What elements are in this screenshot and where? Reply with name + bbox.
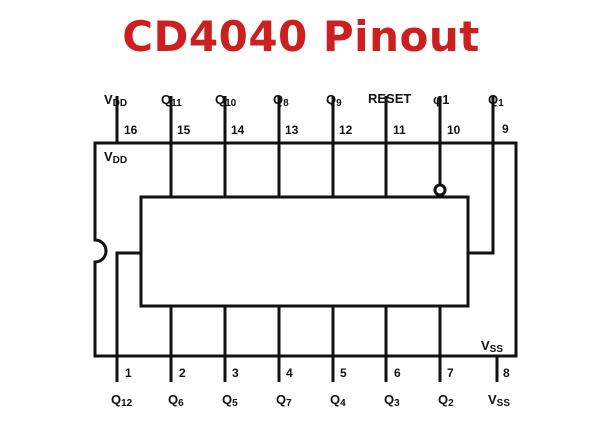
pin-number: 8 — [503, 366, 510, 380]
vdd-inner-label: VDD — [104, 149, 127, 166]
top-pin-numbers: 16 15 14 13 12 11 10 9 — [124, 122, 509, 137]
pin-9-label: Q1 — [488, 92, 504, 109]
pin-8-label: VSS — [488, 392, 510, 409]
pin-number: 7 — [447, 366, 454, 380]
pin-15-label: Q11 — [161, 92, 182, 109]
pin-number: 6 — [394, 366, 401, 380]
pin-number: 3 — [232, 366, 239, 380]
pin-number: 10 — [447, 123, 461, 137]
pin-number: 11 — [393, 123, 406, 137]
pin-9-lead — [468, 96, 495, 255]
bottom-pin-labels: Q12 Q6 Q5 Q7 Q4 Q3 Q2 VSS — [111, 392, 510, 409]
package-outline — [93, 141, 518, 358]
pin-14-label: Q10 — [215, 92, 237, 109]
pin-11-label: RESET — [368, 91, 411, 106]
pin-1-lead — [115, 251, 141, 382]
pin-3-label: Q5 — [222, 392, 238, 409]
vss-inner-label: VSS — [481, 338, 503, 355]
pin-4-label: Q7 — [276, 392, 292, 409]
pin-number: 2 — [179, 366, 186, 380]
page-title: CD4040 Pinout — [122, 12, 480, 61]
pin-number: 9 — [502, 122, 509, 136]
pin-10-label: φ1 — [433, 92, 450, 107]
pin-12-label: Q9 — [326, 92, 342, 109]
clock-inversion-bubble — [433, 183, 447, 197]
pin-2-label: Q6 — [168, 392, 184, 409]
pin-number: 5 — [340, 366, 347, 380]
pin-number: 15 — [177, 123, 191, 137]
bottom-pin-numbers: 1 2 3 4 5 6 7 8 — [125, 366, 510, 380]
pin-number: 12 — [339, 123, 353, 137]
top-pin-labels: VDD Q11 Q10 Q8 Q9 RESET φ1 Q1 — [104, 91, 504, 109]
pin-number: 16 — [124, 123, 138, 137]
pin-7-label: Q2 — [438, 392, 454, 409]
pin-6-label: Q3 — [384, 392, 400, 409]
pin-number: 14 — [231, 123, 245, 137]
pin-1-label: Q12 — [111, 392, 133, 409]
pin-number: 13 — [285, 123, 299, 137]
chip-body — [139, 195, 470, 308]
pin-16-label: VDD — [104, 92, 127, 109]
pin-5-label: Q4 — [330, 392, 346, 409]
pin-13-label: Q8 — [273, 92, 289, 109]
pin-number: 4 — [286, 366, 293, 380]
pin-number: 1 — [125, 366, 132, 380]
